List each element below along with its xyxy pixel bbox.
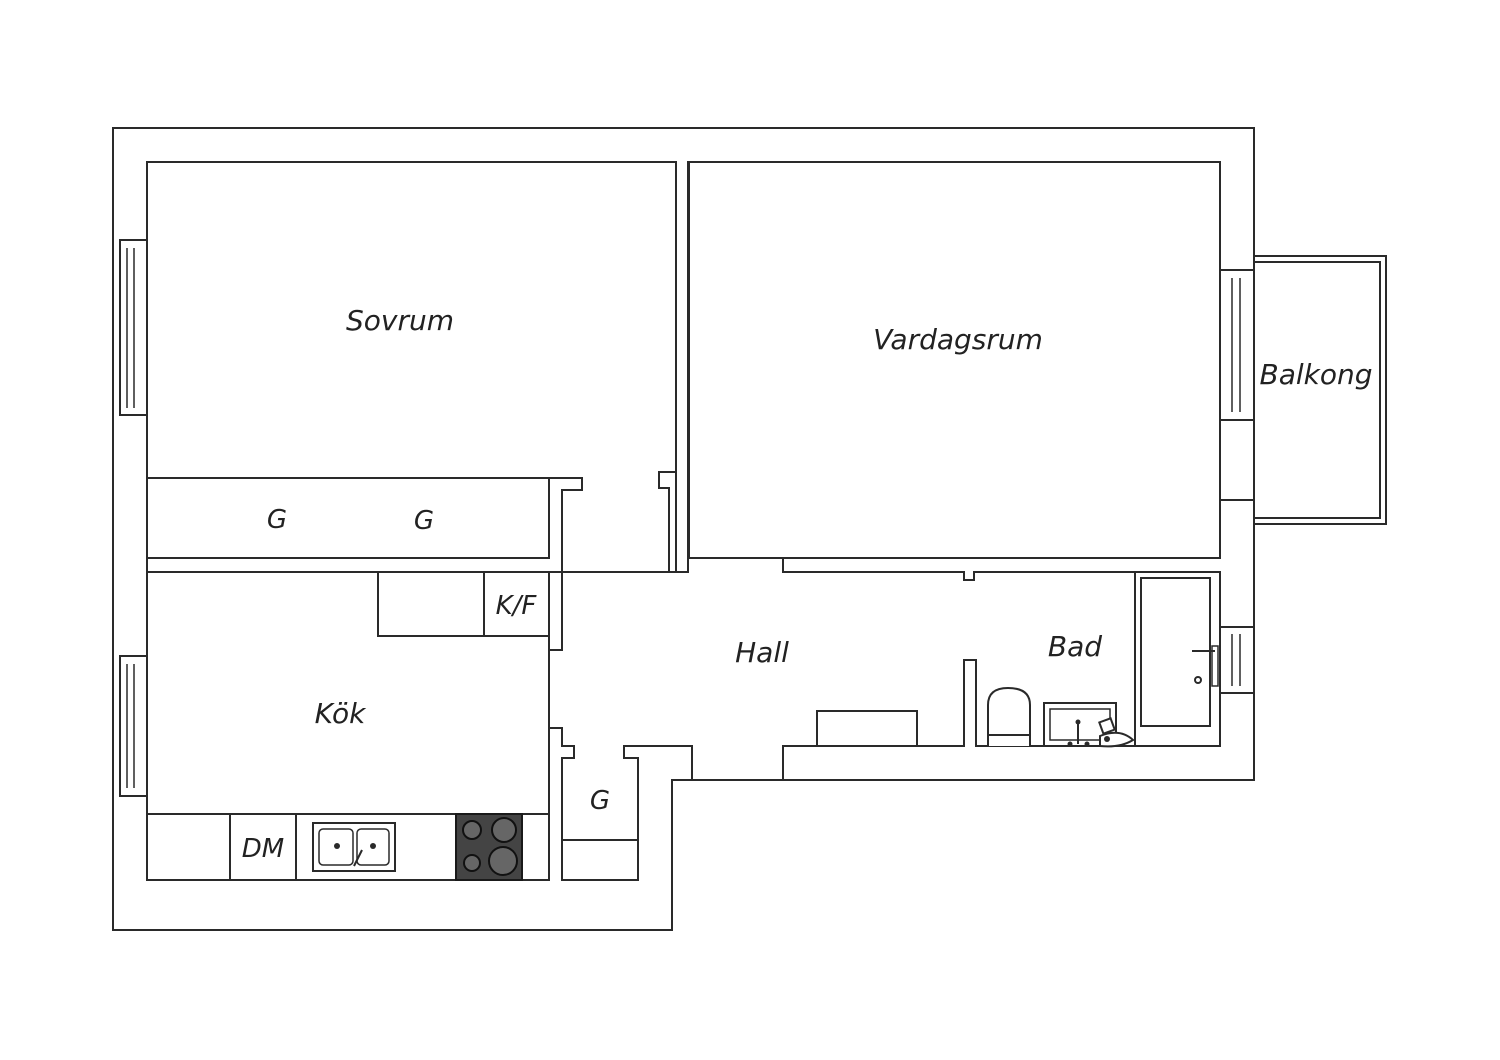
balcony [1254,255,1387,525]
bathtub-icon [1140,577,1219,727]
hall-cabinet [816,710,918,747]
stove-icon [455,813,523,881]
wardrobe-label-hall: G [590,786,610,816]
washing-machine-icon [1098,717,1135,748]
room-label-vardagsrum: Vardagsrum [873,323,1043,356]
room-label-kok: Kök [315,697,367,730]
bathroom-walls [782,659,1220,780]
dishwasher-label: DM [242,834,284,864]
wardrobe-label-2: G [414,506,434,536]
window-living [1219,269,1255,421]
room-label-hall: Hall [735,636,789,669]
room-label-bad: Bad [1048,630,1102,663]
toilet-icon [987,686,1031,746]
kitchen-fridge-area [377,571,550,637]
window-bathroom [1219,626,1255,694]
window-bedroom [119,239,148,416]
room-label-balkong: Balkong [1259,358,1372,391]
room-label-sovrum: Sovrum [346,304,454,337]
window-kitchen [119,655,148,797]
fridge-freezer-label: K/F [496,591,538,621]
outer-outline [113,127,1255,881]
wardrobe-label-1: G [267,505,287,535]
kitchen-sink-icon [312,822,396,872]
